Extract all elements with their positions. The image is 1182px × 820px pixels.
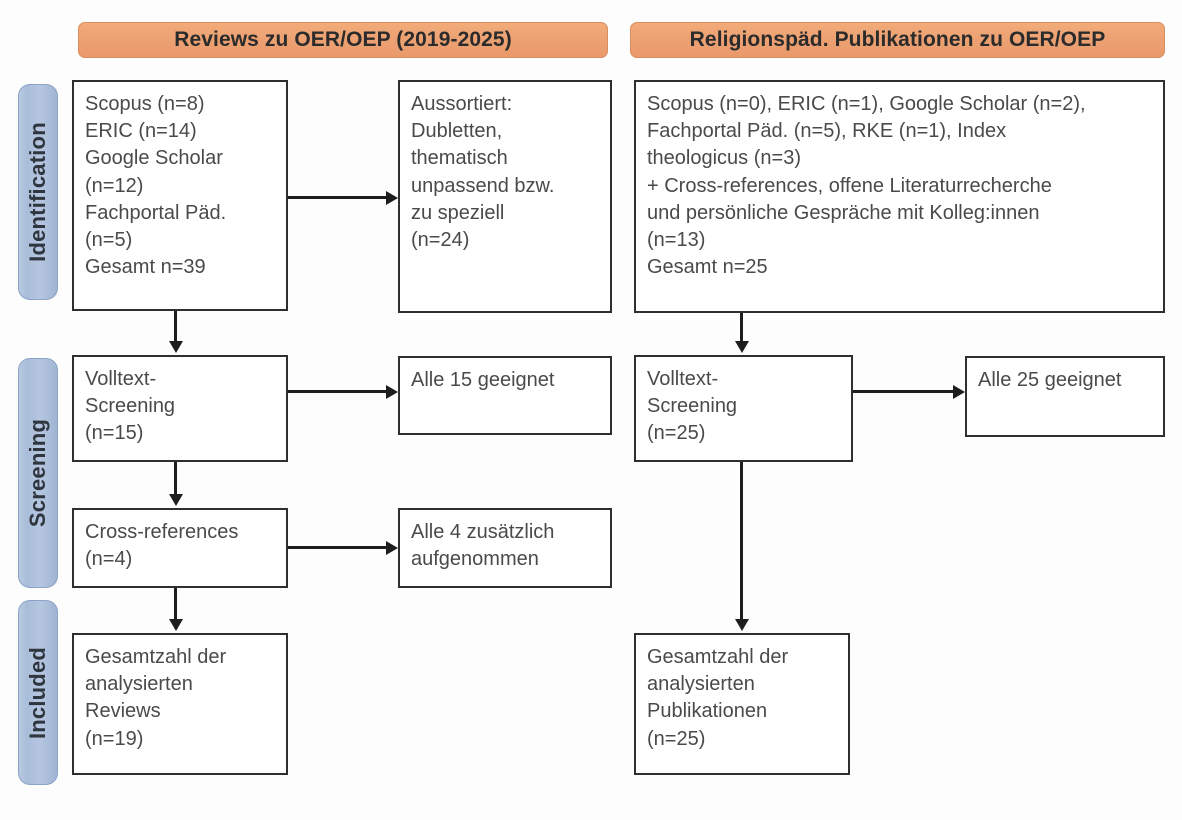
connector-left-fulltext-to-crossrefs xyxy=(174,462,177,496)
connector-left-crossrefs-to-added xyxy=(288,546,386,549)
node-left-excluded: Aussortiert: Dubletten, thematisch unpas… xyxy=(398,80,612,313)
arrowhead-left-sources-to-fulltext xyxy=(169,341,183,353)
connector-right-sources-to-fulltext xyxy=(740,313,743,343)
node-left-identification-sources: Scopus (n=8) ERIC (n=14) Google Scholar … xyxy=(72,80,288,311)
arrowhead-right-fulltext-to-included xyxy=(735,619,749,631)
phase-bar-identification: Identification xyxy=(18,84,58,300)
connector-right-fulltext-to-included xyxy=(740,462,743,621)
node-right-included-total: Gesamtzahl der analysierten Publikatione… xyxy=(634,633,850,775)
node-left-all-added: Alle 4 zusätzlich aufgenommen xyxy=(398,508,612,588)
connector-right-fulltext-to-suitable xyxy=(853,390,953,393)
phase-label-screening: Screening xyxy=(25,418,51,528)
node-right-identification-sources: Scopus (n=0), ERIC (n=1), Google Scholar… xyxy=(634,80,1165,313)
node-left-included-total: Gesamtzahl der analysierten Reviews (n=1… xyxy=(72,633,288,775)
arrowhead-left-crossrefs-to-added xyxy=(386,541,398,555)
arrowhead-left-fulltext-to-suitable xyxy=(386,385,398,399)
arrowhead-right-sources-to-fulltext xyxy=(735,341,749,353)
arrowhead-left-crossrefs-to-included xyxy=(169,619,183,631)
column-header-left: Reviews zu OER/OEP (2019-2025) xyxy=(78,22,608,58)
phase-bar-included: Included xyxy=(18,600,58,785)
arrowhead-left-fulltext-to-crossrefs xyxy=(169,494,183,506)
phase-label-included: Included xyxy=(25,646,50,739)
column-header-right: Religionspäd. Publikationen zu OER/OEP xyxy=(630,22,1165,58)
connector-left-sources-to-excluded xyxy=(288,196,386,199)
arrowhead-left-sources-to-excluded xyxy=(386,191,398,205)
connector-left-fulltext-to-suitable xyxy=(288,390,386,393)
node-left-cross-references: Cross-references (n=4) xyxy=(72,508,288,588)
node-left-all-suitable: Alle 15 geeignet xyxy=(398,356,612,435)
phase-label-identification: Identification xyxy=(25,122,51,262)
node-right-fulltext-screening: Volltext- Screening (n=25) xyxy=(634,355,853,462)
phase-bar-screening: Screening xyxy=(18,358,58,588)
arrowhead-right-fulltext-to-suitable xyxy=(953,385,965,399)
connector-left-crossrefs-to-included xyxy=(174,588,177,621)
connector-left-sources-to-fulltext xyxy=(174,311,177,343)
node-left-fulltext-screening: Volltext- Screening (n=15) xyxy=(72,355,288,462)
node-right-all-suitable: Alle 25 geeignet xyxy=(965,356,1165,437)
